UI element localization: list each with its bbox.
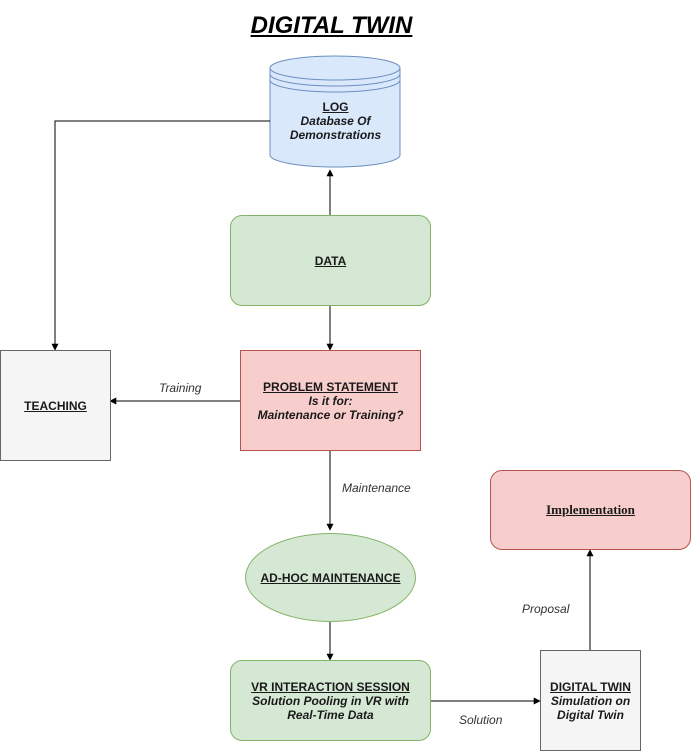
twin-line-1: Simulation on xyxy=(550,693,631,708)
diagram-title: DIGITAL TWIN xyxy=(250,12,413,39)
log-node[interactable]: LOG Database Of Demonstrations xyxy=(270,100,401,142)
log-database-shape[interactable] xyxy=(269,55,401,168)
edge-label-proposal: Proposal xyxy=(522,602,570,616)
vr-heading: VR INTERACTION SESSION xyxy=(251,679,410,694)
implementation-label: Implementation xyxy=(546,502,635,517)
log-heading: LOG xyxy=(322,100,349,114)
problem-heading: PROBLEM STATEMENT xyxy=(263,379,398,394)
log-line-2: Demonstrations xyxy=(289,128,382,142)
teaching-node[interactable]: TEACHING xyxy=(0,350,111,461)
twin-heading: DIGITAL TWIN xyxy=(550,679,631,694)
vr-line-1: Solution Pooling in VR with xyxy=(252,693,409,708)
problem-statement-node[interactable]: PROBLEM STATEMENT Is it for: Maintenance… xyxy=(240,350,421,451)
edge-log-to-teaching xyxy=(51,120,270,351)
data-node[interactable]: DATA xyxy=(230,215,431,306)
edge-label-solution: Solution xyxy=(459,713,503,727)
vr-session-node[interactable]: VR INTERACTION SESSION Solution Pooling … xyxy=(230,660,431,741)
problem-line-2: Maintenance or Training? xyxy=(257,407,404,422)
edge-label-maintenance: Maintenance xyxy=(342,481,411,495)
vr-line-2: Real-Time Data xyxy=(287,707,374,722)
log-line-1: Database Of xyxy=(300,114,371,128)
digital-twin-node[interactable]: DIGITAL TWIN Simulation on Digital Twin xyxy=(540,650,641,751)
adhoc-label: AD-HOC MAINTENANCE xyxy=(260,570,401,585)
edge-label-training: Training xyxy=(159,381,202,395)
teaching-label: TEACHING xyxy=(24,398,87,413)
twin-line-2: Digital Twin xyxy=(557,707,624,722)
implementation-node[interactable]: Implementation xyxy=(490,470,691,550)
data-label: DATA xyxy=(314,253,347,268)
adhoc-maintenance-node[interactable]: AD-HOC MAINTENANCE xyxy=(245,533,416,622)
problem-line-1: Is it for: xyxy=(308,393,353,408)
